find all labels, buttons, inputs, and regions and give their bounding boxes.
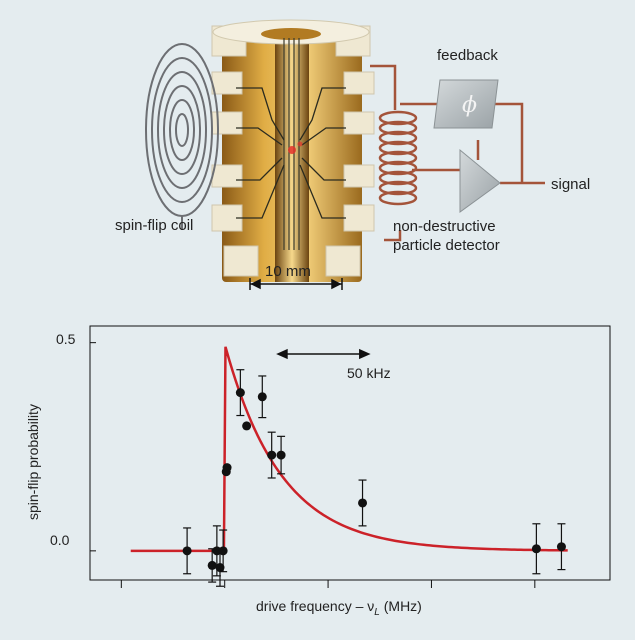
feedback-box: ϕ (433, 79, 499, 129)
data-point (218, 529, 228, 573)
y-tick-0.5: 0.5 (56, 331, 76, 347)
data-point (257, 375, 267, 419)
data-point (182, 527, 192, 575)
fit-curve (130, 346, 568, 553)
data-point (556, 523, 566, 571)
amplifier-icon (459, 148, 501, 213)
feedback-label: feedback (437, 47, 498, 64)
plot-frame (89, 325, 611, 581)
frequency-scale-bar (276, 348, 371, 360)
signal-label: signal (551, 176, 590, 193)
data-point (207, 548, 217, 583)
y-tick-0.0: 0.0 (50, 532, 70, 548)
spin-flip-chart: 50 kHz 0.5 0.0 spin-flip probability dri… (25, 325, 611, 618)
data-point (222, 463, 232, 473)
data-point (235, 369, 245, 417)
data-point (358, 479, 368, 527)
svg-text:ϕ: ϕ (462, 93, 477, 118)
scale-bar-label: 10 mm (265, 263, 311, 280)
penning-trap (211, 19, 375, 282)
data-point (267, 431, 277, 479)
y-axis-label: spin-flip probability (25, 404, 41, 520)
x-axis-label: drive frequency – νL (MHz) (256, 598, 422, 618)
data-point (242, 421, 252, 431)
detector-label-line1: non-destructive (393, 218, 496, 235)
scale-bar (249, 278, 343, 290)
data-point (531, 523, 541, 575)
frequency-scale-label: 50 kHz (347, 365, 391, 381)
data-point (276, 435, 286, 475)
detector-label-line2: particle detector (393, 237, 500, 254)
detector-circuit: ϕ (370, 64, 545, 242)
spin-flip-coil-label: spin-flip coil (115, 217, 193, 234)
spin-flip-coil (145, 43, 219, 230)
